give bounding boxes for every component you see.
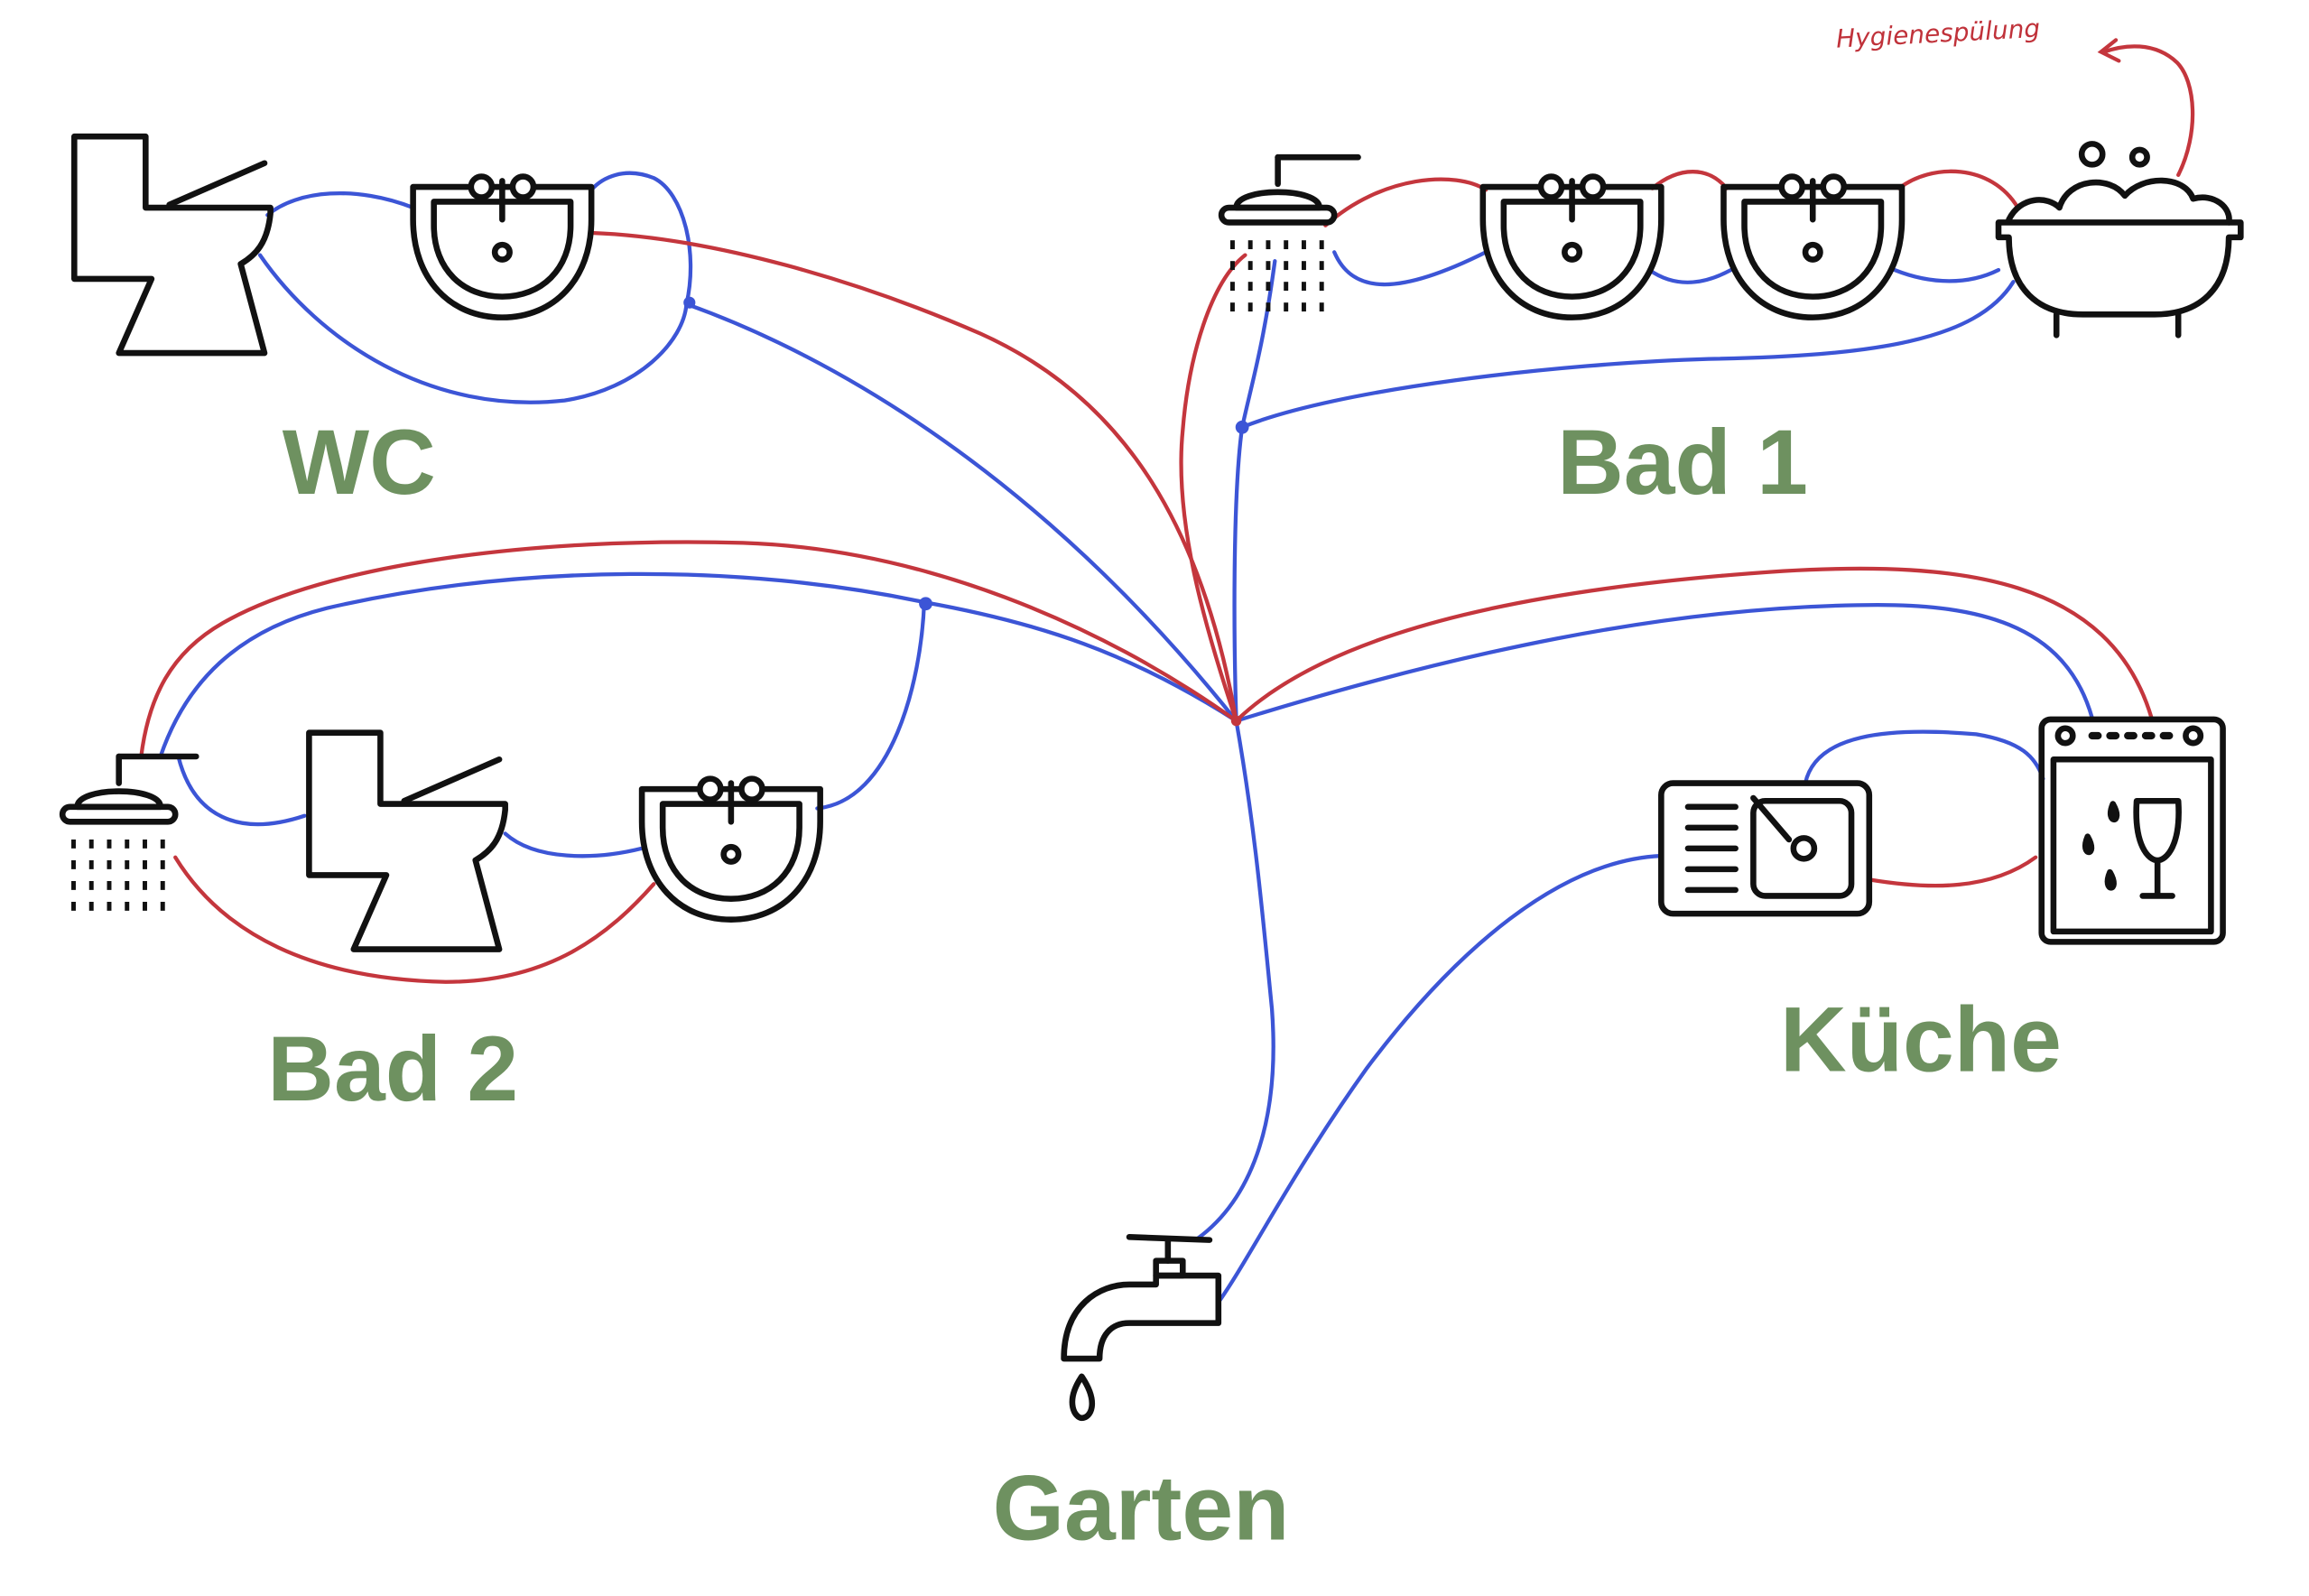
pipe-junctions [683, 296, 1249, 727]
room-label-kueche: Küche [1780, 988, 2062, 1090]
wc-toilet-icon [74, 136, 270, 353]
hot-water-pipes [139, 38, 2195, 984]
bad2-shower-icon [62, 756, 199, 911]
kitchen-sink-icon [1658, 780, 1873, 917]
room-label-garten: Garten [993, 1457, 1290, 1560]
cold-water-pipes [158, 171, 2094, 1304]
outdoor-tap-icon [1061, 1234, 1222, 1422]
bad1-bathtub-icon [1995, 141, 2244, 339]
room-label-bad2: Bad 2 [267, 1017, 518, 1120]
wc-sink-icon [413, 177, 592, 318]
bad1-shower-icon [1221, 157, 1361, 311]
dishwasher-icon [2038, 716, 2226, 945]
bad2-sink-icon [642, 779, 821, 920]
bad1-sink-icon-1 [1483, 177, 1662, 318]
hygiene-flush-annotation: Hygienespülung [1835, 14, 2041, 54]
bad1-sink-icon-2 [1723, 177, 1902, 318]
room-label-wc: WC [283, 411, 436, 514]
room-label-bad1: Bad 1 [1557, 411, 1808, 514]
bad2-toilet-icon [309, 733, 505, 950]
